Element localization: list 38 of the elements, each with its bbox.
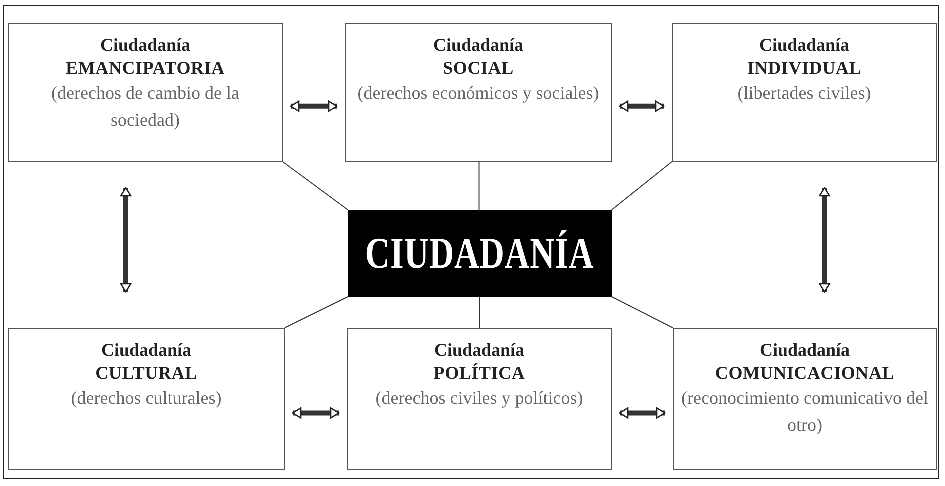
box-description: (derechos de cambio de la sociedad) — [50, 82, 240, 132]
double-arrow — [619, 100, 665, 112]
box-description: (reconocimiento comunicativo del otro) — [680, 387, 930, 437]
box-description: (derechos civiles y políticos) — [374, 387, 584, 410]
connector-line — [612, 162, 672, 210]
connector-line — [479, 296, 480, 328]
box-subheading: POLÍTICA — [434, 362, 526, 385]
double-arrow — [290, 100, 338, 112]
box-subheading: CULTURAL — [96, 362, 198, 385]
box-heading: Ciudadanía — [100, 34, 191, 57]
connector-line — [282, 162, 348, 210]
concept-box — [347, 328, 612, 470]
double-arrow — [292, 408, 340, 419]
center-title: CIUDADANÍA — [366, 228, 594, 279]
box-heading: Ciudadanía — [434, 339, 525, 362]
box-heading: Ciudadanía — [101, 339, 192, 362]
connector-line — [612, 296, 674, 328]
concept-box — [672, 23, 937, 162]
box-description: (libertades civiles) — [736, 82, 872, 105]
box-subheading: SOCIAL — [443, 57, 514, 80]
concept-box — [673, 328, 937, 470]
box-subheading: INDIVIDUAL — [747, 57, 862, 80]
connector-line — [478, 162, 480, 210]
box-heading: Ciudadanía — [760, 339, 850, 362]
title-box — [348, 210, 612, 297]
concept-box — [345, 23, 612, 162]
double-arrow — [120, 187, 132, 293]
box-subheading: COMUNICACIONAL — [715, 362, 895, 385]
box-subheading: EMANCIPATORIA — [66, 57, 225, 80]
concept-box — [8, 23, 283, 162]
double-arrow — [619, 408, 666, 419]
connector-line — [284, 296, 348, 328]
box-heading: Ciudadanía — [433, 34, 524, 57]
double-arrow — [819, 187, 830, 293]
box-description: (derechos económicos y sociales) — [356, 82, 600, 105]
box-description: (derechos culturales) — [70, 387, 223, 410]
box-heading: Ciudadanía — [759, 34, 850, 57]
concept-box — [8, 328, 285, 470]
